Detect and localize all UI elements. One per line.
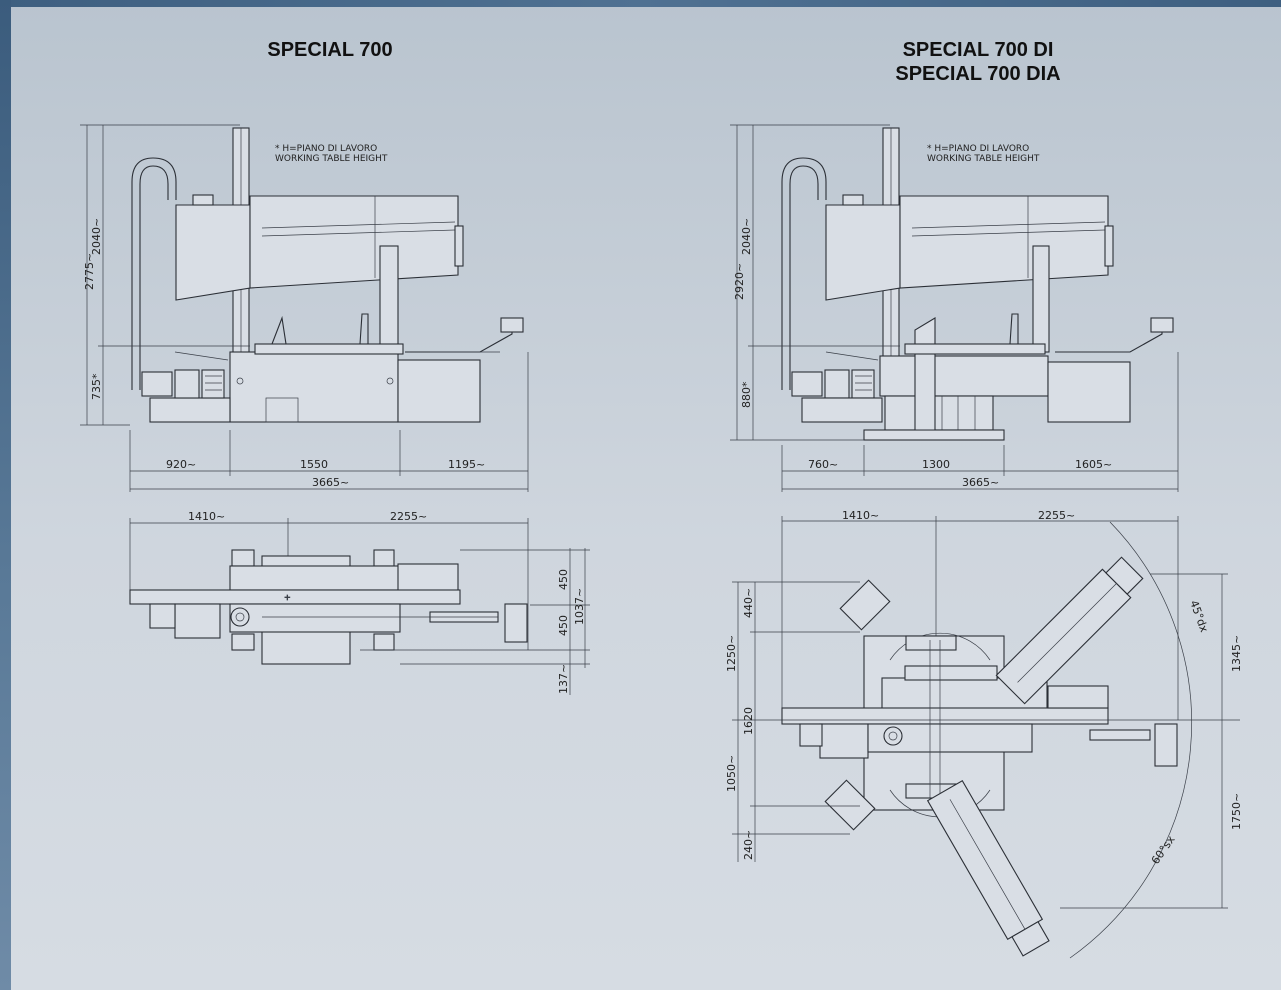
dim-right-plan-right: 2255~ bbox=[1038, 509, 1075, 522]
head-60sx bbox=[926, 779, 1050, 957]
dim-right-width-left: 760~ bbox=[808, 458, 838, 471]
right-plan-view: 1410~ 2255~ bbox=[725, 509, 1243, 959]
dim-right-plan-1250: 1250~ bbox=[725, 635, 738, 672]
dim-right-upper-height: 2040~ bbox=[740, 218, 753, 255]
dim-left-plan-right: 2255~ bbox=[390, 510, 427, 523]
dim-left-plan-left: 1410~ bbox=[188, 510, 225, 523]
right-plan-bed bbox=[781, 707, 1109, 725]
left-plan-bed bbox=[129, 589, 461, 605]
pipe-left bbox=[131, 157, 177, 390]
dim-right-plan-1750: 1750~ bbox=[1230, 793, 1243, 830]
dim-left-plan-lower: 450 bbox=[557, 615, 570, 636]
dim-left-plan-total: 1037~ bbox=[573, 588, 586, 625]
top-border bbox=[0, 0, 1281, 7]
dim-left-width-right: 1195~ bbox=[448, 458, 485, 471]
base-left bbox=[229, 351, 399, 423]
saw-head-left bbox=[249, 195, 459, 289]
angle-60-sx: 60°sx bbox=[1149, 833, 1178, 867]
right-elevation-view: * H=PIANO DI LAVORO WORKING TABLE HEIGHT bbox=[730, 124, 1179, 492]
angle-45-dx: 45°dx bbox=[1187, 599, 1211, 635]
note-left-2: WORKING TABLE HEIGHT bbox=[275, 154, 388, 164]
dim-left-plan-upper: 450 bbox=[557, 569, 570, 590]
left-border bbox=[0, 0, 11, 990]
left-plan-view: 1410~ 2255~ + 450 450 1037~ 137~ bbox=[129, 510, 590, 695]
note-right-2: WORKING TABLE HEIGHT bbox=[927, 154, 1040, 164]
pipe-right bbox=[781, 157, 827, 390]
note-right-1: * H=PIANO DI LAVORO bbox=[927, 144, 1029, 154]
title-line-di: SPECIAL 700 DI bbox=[902, 39, 1054, 61]
dim-left-upper-height: 2040~ bbox=[90, 218, 103, 255]
dim-left-total-height: 2775~ bbox=[83, 253, 96, 290]
dim-left-width-total: 3665~ bbox=[312, 476, 349, 489]
svg-text:+: + bbox=[284, 593, 291, 602]
dim-right-table-height: 880* bbox=[740, 381, 753, 408]
title-line-dia: SPECIAL 700 DIA bbox=[895, 63, 1061, 85]
dim-left-table-height: 735* bbox=[90, 373, 103, 400]
title-special-700: SPECIAL 700 bbox=[267, 39, 393, 61]
dim-right-width-mid: 1300 bbox=[922, 458, 950, 471]
pipe-left-inner bbox=[139, 165, 169, 390]
dim-right-plan-1345: 1345~ bbox=[1230, 635, 1243, 672]
dim-right-plan-240: 240~ bbox=[742, 830, 755, 860]
left-elevation-view: * H=PIANO DI LAVORO WORKING TABLE HEIGHT bbox=[80, 124, 529, 492]
title-special-700-di: SPECIAL 700 DI SPECIAL 700 DIA bbox=[818, 38, 1138, 86]
dim-right-width-right: 1605~ bbox=[1075, 458, 1112, 471]
dim-left-width-mid: 1550 bbox=[300, 458, 328, 471]
dim-right-plan-440: 440~ bbox=[742, 588, 755, 618]
base-right bbox=[863, 429, 1005, 441]
dim-right-width-total: 3665~ bbox=[962, 476, 999, 489]
dim-left-plan-bottom: 137~ bbox=[557, 664, 570, 694]
dim-right-plan-1620: 1620 bbox=[742, 707, 755, 735]
saw-head-right bbox=[899, 195, 1109, 289]
dim-right-plan-left: 1410~ bbox=[842, 509, 879, 522]
head-45dx bbox=[995, 556, 1144, 705]
head-left-block bbox=[175, 204, 251, 301]
dim-right-total-height: 2920~ bbox=[733, 263, 746, 300]
note-left-1: * H=PIANO DI LAVORO bbox=[275, 144, 377, 154]
dim-right-plan-1050: 1050~ bbox=[725, 755, 738, 792]
dim-left-width-left: 920~ bbox=[166, 458, 196, 471]
